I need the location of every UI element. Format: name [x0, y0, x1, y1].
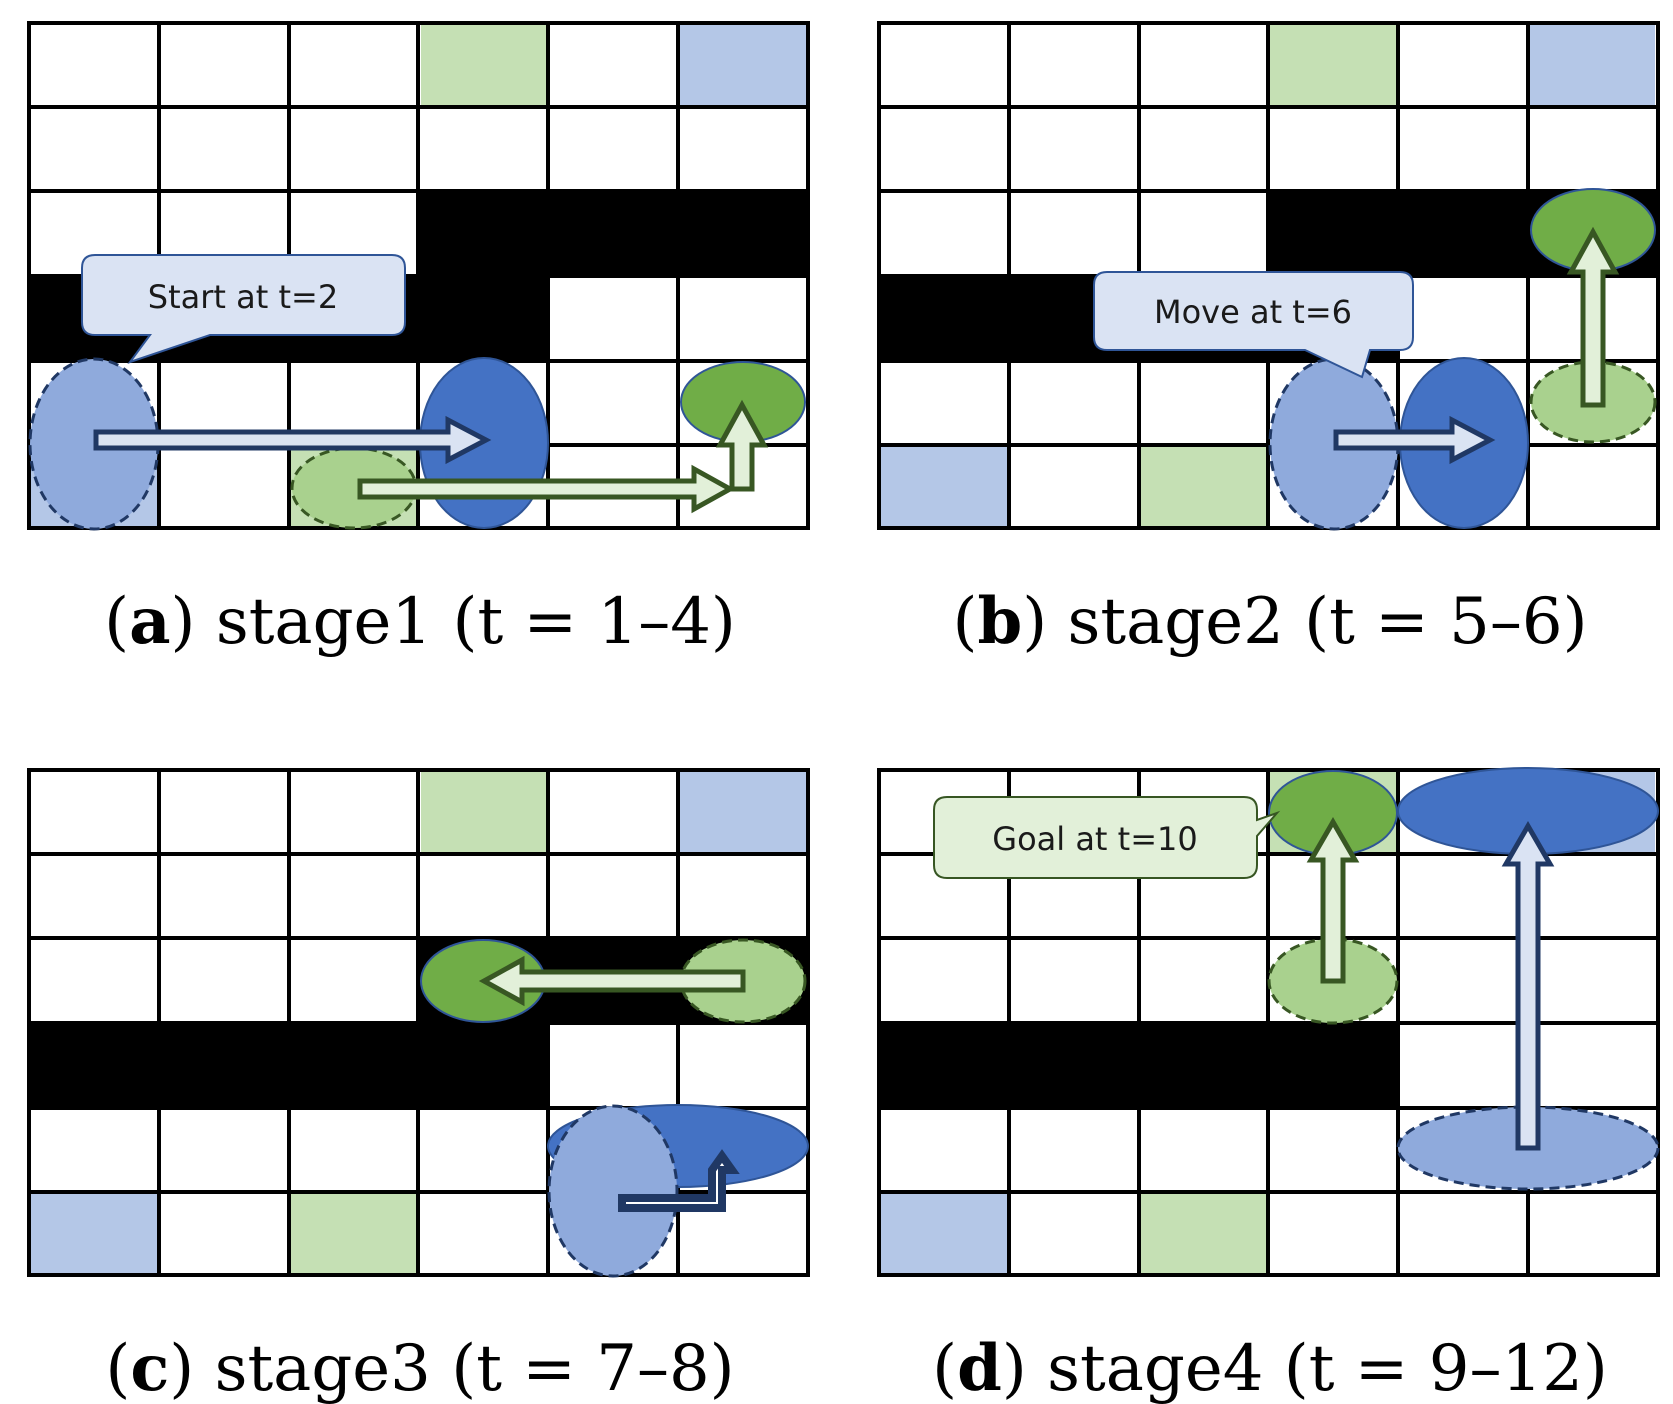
caption-a: (a) stage1 (t = 1–4) — [104, 584, 736, 659]
panel-c: (c) stage3 (t = 7–8) — [27, 768, 810, 1404]
callout-move: Move at t=6 — [1093, 271, 1414, 379]
callout-text: Start at t=2 — [148, 278, 338, 316]
green-move-arrow — [478, 955, 746, 1007]
start-cell-blue — [29, 1192, 158, 1275]
goal-cell-green — [421, 772, 548, 854]
callout-text: Move at t=6 — [1154, 293, 1352, 331]
caption-label: stage3 (t = 7–8) — [194, 1332, 734, 1404]
blue-up-arrow — [1501, 821, 1555, 1151]
green-move-arrow — [357, 464, 736, 514]
start-cell-blue — [879, 1192, 1008, 1275]
caption-letter: b — [977, 584, 1022, 659]
green-up-arrow — [715, 399, 769, 492]
start-cell-green — [1139, 1192, 1268, 1275]
blue-turn-arrow — [618, 1149, 740, 1212]
goal-cell-green — [1270, 25, 1397, 107]
callout-goal: Goal at t=10 — [933, 796, 1281, 879]
callout-text: Goal at t=10 — [992, 820, 1197, 858]
goal-cell-blue — [1528, 25, 1655, 107]
panel-d: Goal at t=10 (d) stage4 (t = 9–12) — [877, 767, 1660, 1404]
goal-cell-blue — [679, 25, 806, 107]
caption-label: stage1 (t = 1–4) — [196, 585, 736, 659]
green-up-arrow — [1566, 226, 1620, 408]
caption-letter: a — [129, 584, 170, 659]
start-cell-blue — [879, 445, 1008, 528]
caption-d: (d) stage4 (t = 9–12) — [932, 1331, 1608, 1404]
caption-letter: d — [957, 1331, 1002, 1404]
callout-start: Start at t=2 — [81, 254, 406, 364]
goal-cell-blue — [679, 772, 806, 854]
start-cell-green — [1139, 445, 1268, 528]
blue-move-arrow — [93, 415, 492, 465]
caption-label: stage4 (t = 9–12) — [1027, 1332, 1608, 1404]
caption-letter: c — [130, 1331, 169, 1404]
panel-a: Start at t=2 (a) stage1 (t = 1–4) — [27, 21, 810, 659]
panel-b: Move at t=6 (b) stage2 (t = 5–6) — [877, 21, 1660, 659]
goal-cell-green — [421, 25, 548, 107]
green-up-arrow — [1306, 817, 1360, 984]
blue-agent-prev — [547, 1104, 679, 1278]
wall-block — [418, 190, 808, 277]
caption-b: (b) stage2 (t = 5–6) — [952, 584, 1587, 659]
start-cell-green — [289, 1192, 418, 1275]
caption-label: stage2 (t = 5–6) — [1047, 585, 1587, 659]
caption-c: (c) stage3 (t = 7–8) — [105, 1331, 734, 1404]
blue-move-arrow — [1333, 415, 1496, 465]
